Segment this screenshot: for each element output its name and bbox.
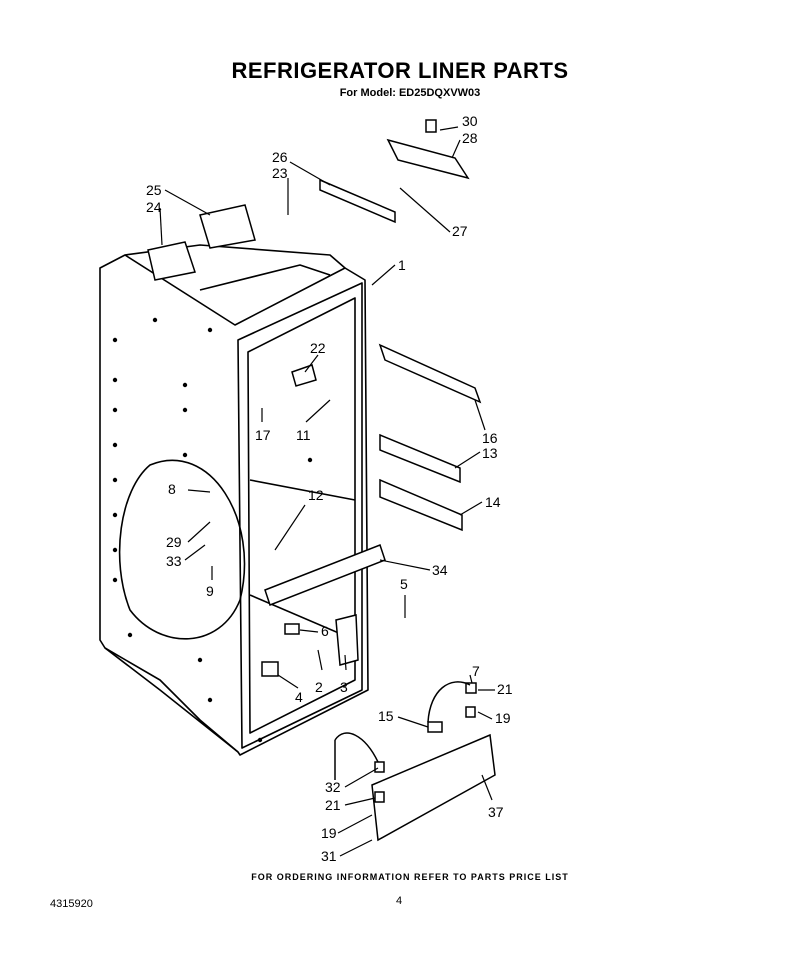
part-label-4: 4 [295,689,303,705]
part-label-14: 14 [485,494,501,510]
part-label-12: 12 [308,487,324,503]
model-subtitle: For Model: ED25DQXVW03 [339,87,481,99]
part-label-29: 29 [166,534,182,550]
part-label-7: 7 [472,663,480,679]
part-label-1: 1 [398,257,406,273]
part-label-23: 23 [272,165,288,181]
parts-shapes [147,119,496,842]
part-label-30: 30 [462,113,478,129]
tubing [334,681,471,780]
ordering-note: FOR ORDERING INFORMATION REFER TO PARTS … [251,872,569,882]
part-label-19-upper: 19 [495,710,511,726]
part-label-33: 33 [166,553,182,569]
panel-dots [112,317,313,743]
part-number-labels: 30 28 26 23 27 25 24 1 22 17 11 16 13 14… [146,113,513,864]
part-label-26: 26 [272,149,288,165]
part-label-21-lower: 21 [325,797,341,813]
part-label-31: 31 [321,848,337,864]
part-label-32: 32 [325,779,341,795]
page-number: 4 [396,895,403,907]
part-label-17: 17 [255,427,271,443]
part-label-21-upper: 21 [497,681,513,697]
part-label-8: 8 [168,481,176,497]
part-label-27: 27 [452,223,468,239]
page-title: REFRIGERATOR LINER PARTS [231,58,569,83]
document-number: 4315920 [50,898,93,910]
liner-outline [99,244,369,756]
part-label-3: 3 [340,679,348,695]
leader-lines [159,126,495,857]
part-label-11: 11 [296,427,311,443]
part-label-19-lower: 19 [321,825,337,841]
part-label-5: 5 [400,576,408,592]
part-label-34: 34 [432,562,448,578]
part-label-15: 15 [378,708,394,724]
part-label-6: 6 [321,623,329,639]
part-label-37: 37 [488,804,504,820]
part-label-9: 9 [206,583,214,599]
part-label-16: 16 [482,430,498,446]
part-label-24: 24 [146,199,162,215]
part-label-2: 2 [315,679,323,695]
part-label-22: 22 [310,340,326,356]
part-label-13: 13 [482,445,498,461]
part-label-28: 28 [462,130,478,146]
part-label-25: 25 [146,182,162,198]
